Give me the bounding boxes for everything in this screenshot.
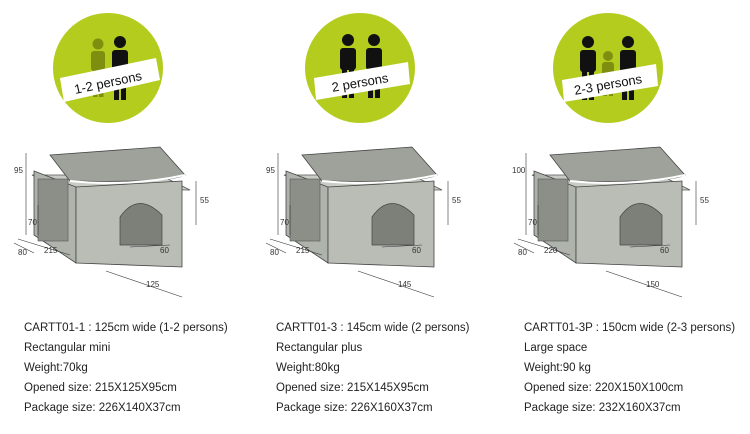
people-2-3-icon <box>553 13 663 123</box>
dim-side: 80 <box>18 248 27 257</box>
spec-model: CARTT01-3 : 145cm wide (2 persons) <box>276 322 470 334</box>
dim-depth: 215 <box>296 246 310 255</box>
product-specs: CARTT01-3P : 150cm wide (2-3 persons) La… <box>524 318 750 418</box>
product-card: 2-3 persons 100 70 220 80 150 55 60 CART… <box>500 0 750 434</box>
tent-diagram: 95 70 215 80 145 55 60 <box>265 146 461 298</box>
persons-badge: 2 persons <box>304 12 416 124</box>
dim-door-height: 70 <box>280 218 289 227</box>
spec-model: CARTT01-1 : 125cm wide (1-2 persons) <box>24 322 228 334</box>
spec-type: Rectangular mini <box>24 342 111 354</box>
dim-width: 145 <box>398 280 412 289</box>
dim-opening: 60 <box>412 246 421 255</box>
tent-diagram: 100 70 220 80 150 55 60 <box>512 146 709 298</box>
dim-depth: 220 <box>544 246 558 255</box>
dim-depth: 215 <box>44 246 58 255</box>
dim-width: 150 <box>646 280 660 289</box>
dim-side: 80 <box>270 248 279 257</box>
persons-badge: 2-3 persons <box>552 12 664 124</box>
dim-opening: 60 <box>660 246 669 255</box>
spec-type: Large space <box>524 342 588 354</box>
spec-opened-size: Opened size: 215X125X95cm <box>24 382 177 394</box>
dim-height: 95 <box>266 166 275 175</box>
dim-side: 80 <box>518 248 527 257</box>
spec-opened-size: Opened size: 215X145X95cm <box>276 382 429 394</box>
dim-window: 55 <box>452 196 461 205</box>
dim-width: 125 <box>146 280 160 289</box>
product-specs: CARTT01-3 : 145cm wide (2 persons) Recta… <box>276 318 502 418</box>
dim-window: 55 <box>700 196 709 205</box>
spec-weight: Weight:70kg <box>24 362 88 374</box>
people-2-icon <box>305 13 415 123</box>
dim-window: 55 <box>200 196 209 205</box>
spec-package-size: Package size: 232X160X37cm <box>524 402 681 414</box>
product-card: 2 persons 95 70 215 80 145 55 60 CARTT01… <box>252 0 502 434</box>
dim-door-height: 70 <box>28 218 37 227</box>
spec-opened-size: Opened size: 220X150X100cm <box>524 382 684 394</box>
spec-weight: Weight:80kg <box>276 362 340 374</box>
product-specs: CARTT01-1 : 125cm wide (1-2 persons) Rec… <box>24 318 250 418</box>
dim-door-height: 70 <box>528 218 537 227</box>
people-1-2-icon <box>53 13 163 123</box>
dim-opening: 60 <box>160 246 169 255</box>
spec-weight: Weight:90 kg <box>524 362 591 374</box>
spec-model: CARTT01-3P : 150cm wide (2-3 persons) <box>524 322 736 334</box>
spec-type: Rectangular plus <box>276 342 363 354</box>
product-card: 1-2 persons 95 70 215 80 125 55 60 <box>0 0 250 434</box>
persons-badge: 1-2 persons <box>52 12 164 124</box>
tent-diagram: 95 70 215 80 125 55 60 <box>13 146 209 298</box>
dim-height: 100 <box>512 166 526 175</box>
spec-package-size: Package size: 226X140X37cm <box>24 402 181 414</box>
dim-height: 95 <box>14 166 23 175</box>
spec-package-size: Package size: 226X160X37cm <box>276 402 433 414</box>
